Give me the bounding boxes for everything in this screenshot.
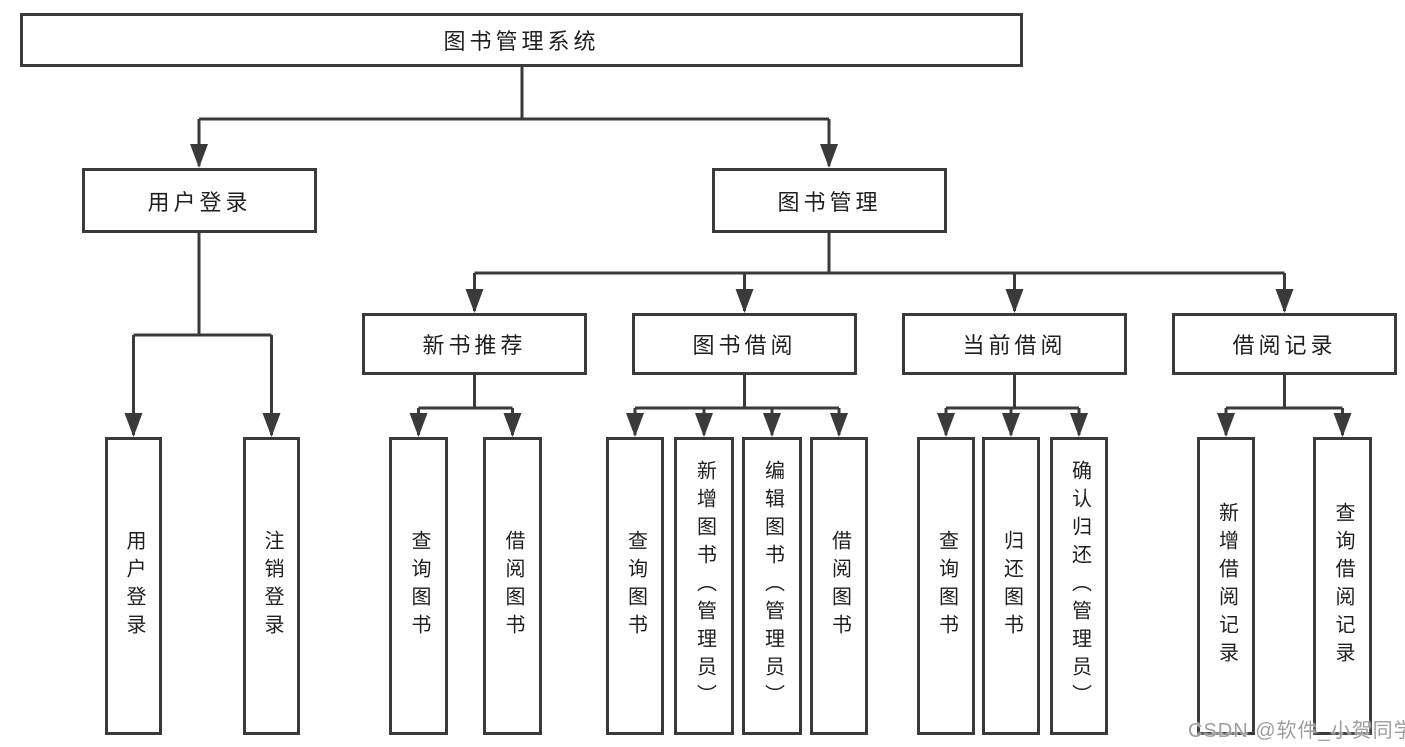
node-label: 新增图书（管理员）: [693, 460, 716, 712]
node-label: 查询图书: [935, 530, 958, 642]
node-label: 用户登录: [123, 530, 145, 642]
node-label: 借阅图书: [828, 530, 851, 642]
leaf-query-book-1: 查询图书: [389, 437, 448, 735]
leaf-user-login: 用户登录: [105, 437, 162, 735]
node-borrow-record: 借阅记录: [1172, 313, 1397, 375]
node-label: 查询图书: [624, 530, 647, 642]
node-label: 归还图书: [1000, 530, 1023, 642]
leaf-query-book-3: 查询图书: [917, 437, 975, 735]
node-new-book-recommend: 新书推荐: [362, 313, 587, 375]
connector-new-book-branch: [418, 375, 513, 410]
connector-current-borrow-branch: [946, 375, 1079, 410]
node-label: 用户登录: [147, 189, 252, 215]
watermark: CSDN @软件_小贺同学: [1188, 720, 1405, 742]
leaf-return-book: 归还图书: [982, 437, 1040, 735]
connector-book-borrow-branch: [635, 375, 839, 410]
node-book-management: 图书管理: [712, 168, 947, 233]
leaf-borrow-book-1: 借阅图书: [483, 437, 542, 735]
leaf-query-borrow-record: 查询借阅记录: [1313, 437, 1372, 735]
node-label: 图书管理: [777, 189, 882, 215]
connector-group: [124, 66, 1352, 437]
leaf-query-book-2: 查询图书: [606, 437, 664, 735]
node-label: 图书管理系统: [443, 29, 600, 54]
node-current-borrow: 当前借阅: [902, 313, 1127, 375]
node-label: 新增借阅记录: [1215, 502, 1238, 670]
node-label: 借阅图书: [502, 530, 524, 642]
node-label: 查询借阅记录: [1332, 502, 1354, 670]
node-book-borrow: 图书借阅: [632, 313, 857, 375]
leaf-borrow-book-2: 借阅图书: [810, 437, 868, 735]
node-label: 确认归还（管理员）: [1068, 460, 1091, 712]
leaf-add-borrow-record: 新增借阅记录: [1197, 437, 1255, 735]
node-label: 借阅记录: [1232, 333, 1337, 358]
node-label: 编辑图书（管理员）: [761, 460, 784, 712]
node-label: 图书借阅: [692, 333, 797, 358]
node-library-management-system: 图书管理系统: [20, 13, 1023, 67]
connector-borrow-record-branch: [1226, 375, 1343, 410]
connector-root-branch: [199, 66, 829, 121]
node-label: 新书推荐: [422, 333, 527, 358]
node-label: 注销登录: [261, 530, 283, 642]
leaf-edit-book-admin: 编辑图书（管理员）: [742, 437, 802, 735]
leaf-add-book-admin: 新增图书（管理员）: [674, 437, 734, 735]
node-label: 查询图书: [408, 530, 430, 642]
leaf-confirm-return-admin: 确认归还（管理员）: [1050, 437, 1108, 735]
connector-user-login-branch: [133, 233, 272, 337]
node-user-login: 用户登录: [82, 168, 317, 233]
node-label: 当前借阅: [962, 333, 1067, 358]
leaf-logout: 注销登录: [243, 437, 300, 735]
connector-book-management-branch: [474, 233, 1285, 275]
